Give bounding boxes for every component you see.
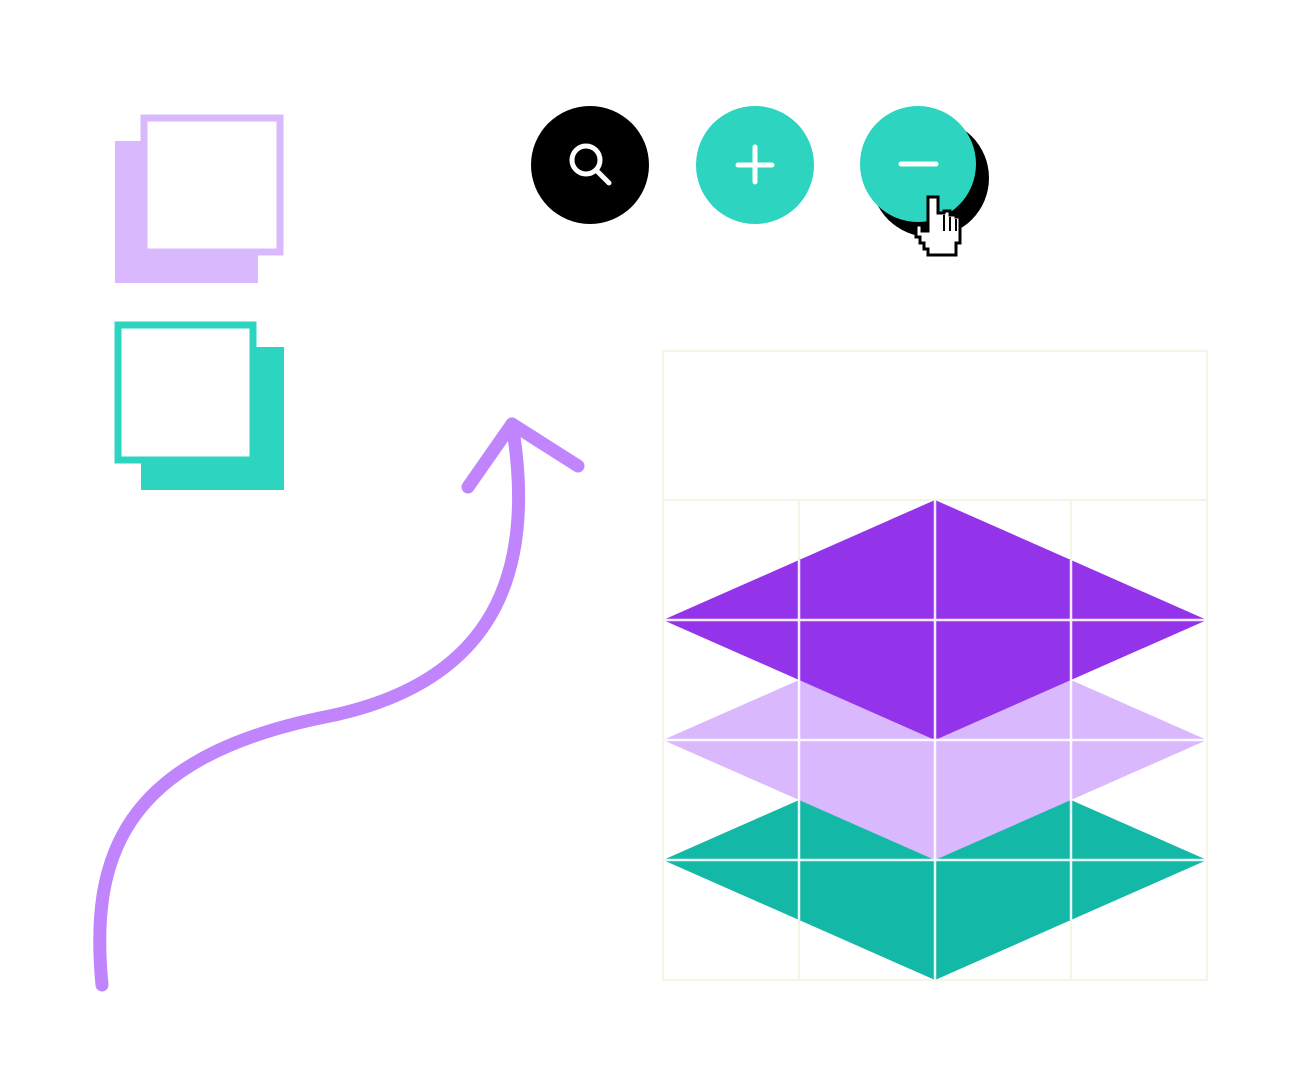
arrow-head (461, 417, 585, 494)
zoom-out-button[interactable] (860, 106, 989, 237)
plus-icon (735, 144, 775, 185)
layer-grid-overlay (663, 500, 1207, 980)
search-icon (569, 143, 612, 186)
zoom-in-button[interactable] (696, 106, 814, 224)
arrow-shaft (93, 417, 526, 992)
search-button[interactable] (531, 106, 649, 224)
teal-stacked-squares-icon (114, 321, 284, 490)
hand-pointer-icon (914, 195, 962, 257)
lavender-square-front (140, 114, 284, 256)
teal-square-front (114, 321, 257, 464)
lavender-stacked-squares-icon (115, 114, 284, 283)
curved-arrow-icon (93, 417, 585, 992)
